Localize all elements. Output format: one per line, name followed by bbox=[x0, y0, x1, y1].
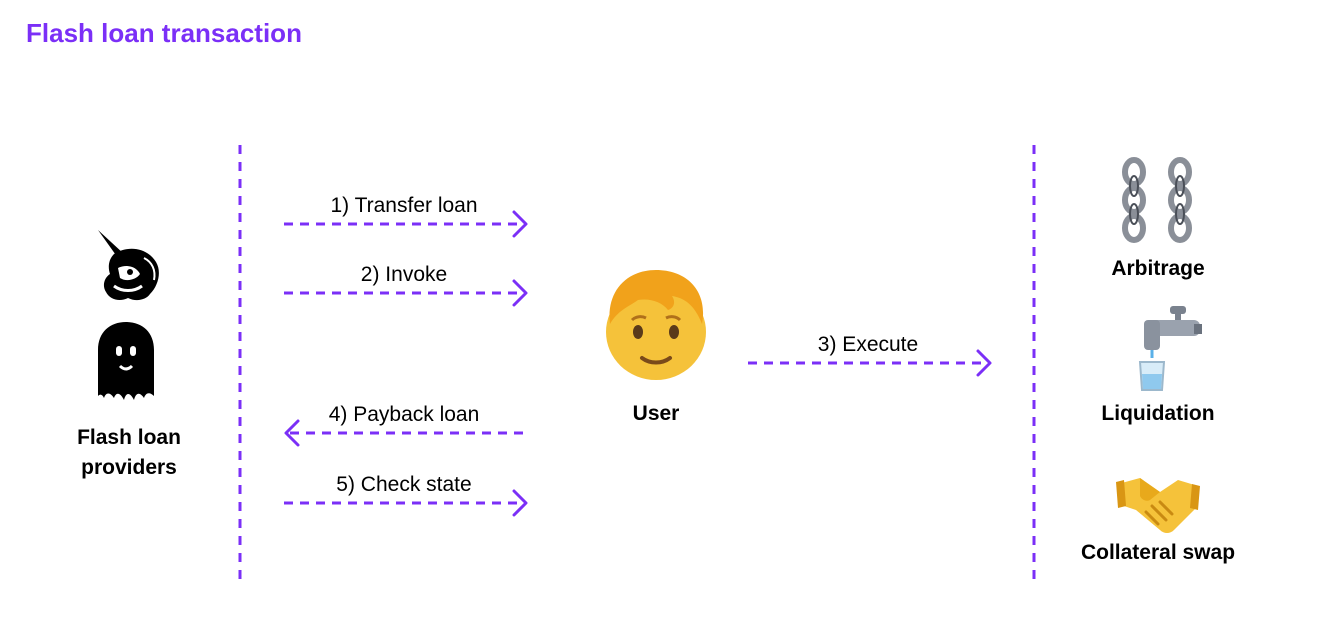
use-case-arbitrage: Arbitrage bbox=[1111, 257, 1205, 280]
step-label-execute: 3) Execute bbox=[817, 333, 919, 356]
arrow-check-state bbox=[284, 489, 528, 517]
chains-icon bbox=[1122, 157, 1192, 243]
providers-label-line1: Flash loan bbox=[77, 426, 181, 449]
use-case-collateral-swap: Collateral swap bbox=[1080, 541, 1236, 564]
unicorn-icon bbox=[98, 230, 159, 301]
handshake-icon bbox=[1116, 478, 1200, 533]
step-label-check-state: 5) Check state bbox=[336, 473, 472, 496]
faucet-icon bbox=[1138, 306, 1202, 391]
arrow-execute bbox=[748, 349, 992, 377]
step-label-transfer-loan: 1) Transfer loan bbox=[330, 194, 478, 217]
step-label-invoke: 2) Invoke bbox=[360, 263, 448, 286]
providers-label: Flash loan providers bbox=[77, 423, 181, 483]
page-title: Flash loan transaction bbox=[26, 18, 302, 48]
arrow-invoke bbox=[284, 279, 528, 307]
person-icon bbox=[606, 270, 706, 380]
arrow-transfer-loan bbox=[284, 210, 528, 238]
user-label: User bbox=[632, 402, 680, 425]
use-case-liquidation: Liquidation bbox=[1101, 402, 1215, 425]
providers-label-line2: providers bbox=[81, 456, 177, 479]
ghost-icon bbox=[98, 322, 154, 400]
arrow-payback-loan bbox=[284, 419, 528, 447]
step-label-payback-loan: 4) Payback loan bbox=[328, 403, 480, 426]
